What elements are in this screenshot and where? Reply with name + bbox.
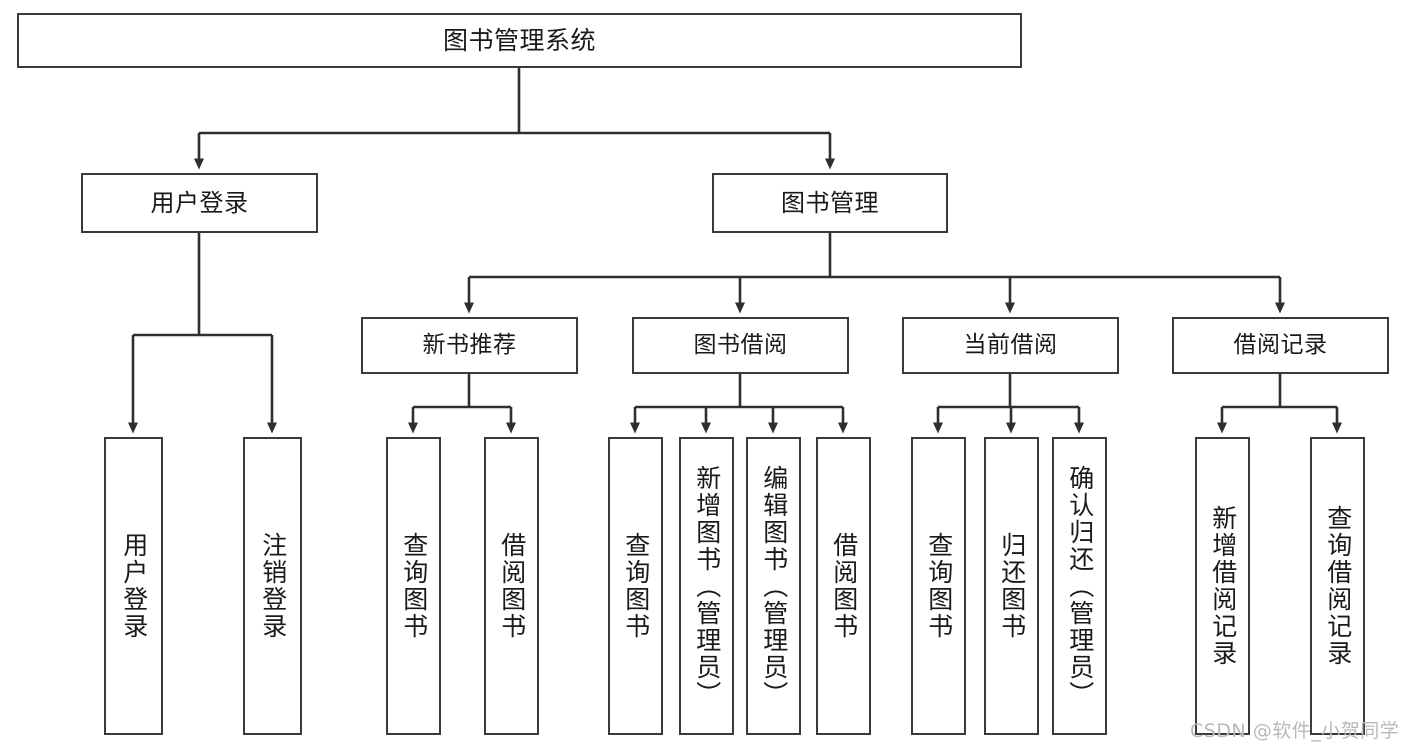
leaf-add-book[interactable]: 新增图书（管理员）: [679, 437, 734, 735]
leaf-borrow-book-rec[interactable]: 借阅图书: [484, 437, 539, 735]
leaf-query-book-brw-label: 查询图书: [621, 532, 651, 640]
leaf-user-login[interactable]: 用户登录: [104, 437, 163, 735]
node-book-borrow-label: 图书借阅: [693, 331, 788, 358]
leaf-return-book-label: 归还图书: [997, 532, 1027, 640]
leaf-query-book-rec[interactable]: 查询图书: [386, 437, 441, 735]
leaf-confirm-return[interactable]: 确认归还（管理员）: [1052, 437, 1107, 735]
leaf-confirm-return-label: 确认归还（管理员）: [1065, 464, 1095, 708]
leaf-query-record[interactable]: 查询借阅记录: [1310, 437, 1365, 735]
node-new-book-recommend-label: 新书推荐: [422, 331, 517, 358]
leaf-query-book-cur-label: 查询图书: [924, 532, 954, 640]
leaf-add-record-label: 新增借阅记录: [1208, 505, 1238, 667]
node-current-borrow[interactable]: 当前借阅: [902, 317, 1119, 374]
node-borrow-record-label: 借阅记录: [1233, 331, 1328, 358]
leaf-query-book-rec-label: 查询图书: [399, 532, 429, 640]
leaf-query-book-cur[interactable]: 查询图书: [911, 437, 966, 735]
leaf-user-logout-label: 注销登录: [258, 532, 288, 640]
leaf-return-book[interactable]: 归还图书: [984, 437, 1039, 735]
node-borrow-record[interactable]: 借阅记录: [1172, 317, 1389, 374]
node-root-label: 图书管理系统: [442, 25, 596, 55]
leaf-edit-book[interactable]: 编辑图书（管理员）: [746, 437, 801, 735]
leaf-borrow-book-brw[interactable]: 借阅图书: [816, 437, 871, 735]
leaf-borrow-book-rec-label: 借阅图书: [497, 532, 527, 640]
node-new-book-recommend[interactable]: 新书推荐: [361, 317, 578, 374]
leaf-query-record-label: 查询借阅记录: [1323, 505, 1353, 667]
node-user-login-label: 用户登录: [150, 188, 249, 217]
node-book-manage-label: 图书管理: [781, 188, 879, 217]
leaf-query-book-brw[interactable]: 查询图书: [608, 437, 663, 735]
leaf-add-record[interactable]: 新增借阅记录: [1195, 437, 1250, 735]
node-current-borrow-label: 当前借阅: [963, 331, 1058, 358]
node-book-manage[interactable]: 图书管理: [712, 173, 948, 233]
node-root[interactable]: 图书管理系统: [17, 13, 1022, 68]
leaf-user-logout[interactable]: 注销登录: [243, 437, 302, 735]
leaf-add-book-label: 新增图书（管理员）: [692, 464, 722, 708]
leaf-user-login-label: 用户登录: [119, 532, 149, 640]
leaf-edit-book-label: 编辑图书（管理员）: [759, 464, 789, 708]
node-book-borrow[interactable]: 图书借阅: [632, 317, 849, 374]
leaf-borrow-book-brw-label: 借阅图书: [829, 532, 859, 640]
node-user-login[interactable]: 用户登录: [81, 173, 318, 233]
csdn-watermark: CSDN @软件_小贺同学: [1190, 720, 1400, 742]
